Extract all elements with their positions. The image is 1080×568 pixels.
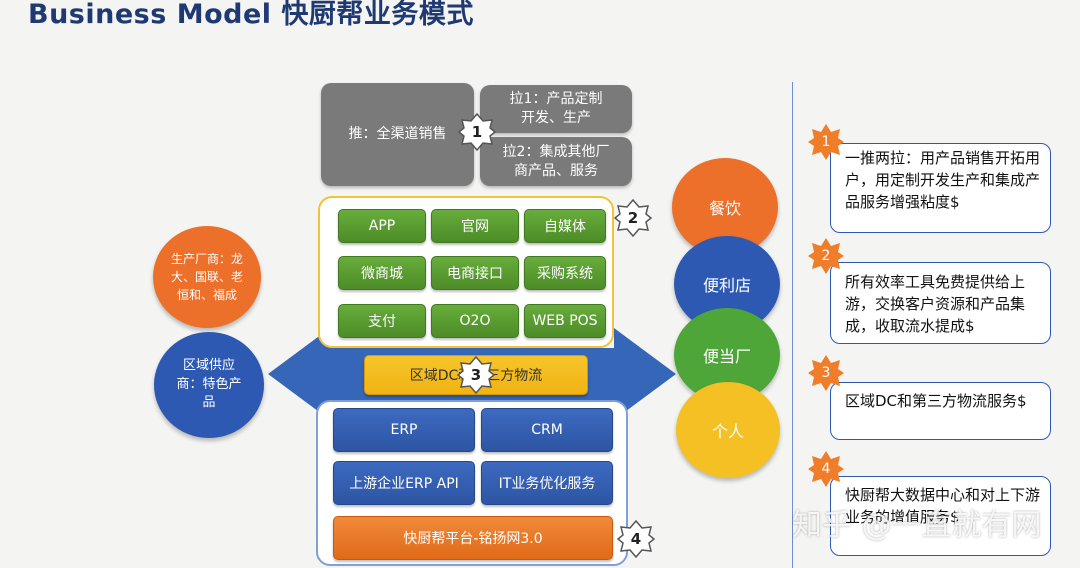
channel-website: 官网 — [431, 209, 519, 243]
system-erp-api: 上游企业ERP API — [333, 461, 475, 505]
customer-individual: 个人 — [676, 382, 780, 478]
note-3: 区域DC和第三方物流服务$ — [830, 382, 1051, 440]
badge-3: 3 — [457, 356, 495, 394]
push-box: 推：全渠道销售 — [321, 83, 474, 186]
channel-wechat-mall: 微商城 — [338, 256, 426, 290]
note-4: 快厨帮大数据中心和对上下游业务的增值服务$ — [830, 476, 1051, 556]
pull2-label: 拉2：集成其他厂商产品、服务 — [502, 143, 610, 179]
push-label: 推：全渠道销售 — [348, 126, 447, 143]
pull2-box: 拉2：集成其他厂商产品、服务 — [480, 137, 632, 186]
note-badge-1: 1 — [807, 123, 845, 161]
channel-web-pos: WEB POS — [524, 304, 606, 338]
system-erp: ERP — [333, 408, 475, 452]
pull1-label: 拉1：产品定制开发、生产 — [509, 91, 603, 126]
badge-1: 1 — [458, 113, 496, 151]
channel-app: APP — [338, 209, 426, 243]
platform-bar: 快厨帮平台-铭扬网3.0 — [333, 516, 613, 560]
page-title: Business Model 快厨帮业务模式 — [28, 0, 474, 30]
note-badge-2: 2 — [807, 237, 845, 275]
supplier-regional: 区域供应商：特色产品 — [154, 332, 264, 438]
note-1: 一推两拉：用产品销售开拓用户，用定制开发生产和集成产品服务增强粘度$ — [830, 143, 1051, 233]
note-2: 所有效率工具免费提供给上游，交换客户资源和产品集成，收取流水提成$ — [830, 262, 1051, 344]
supplier-manufacturers: 生产厂商：龙大、国联、老恒和、福成 — [153, 226, 261, 328]
channel-self-media: 自媒体 — [524, 209, 606, 243]
note-badge-3: 3 — [807, 354, 845, 392]
channel-procurement: 采购系统 — [524, 256, 606, 290]
note-badge-4: 4 — [807, 450, 845, 488]
badge-4: 4 — [617, 520, 655, 558]
system-crm: CRM — [481, 408, 613, 452]
divider-line — [792, 82, 793, 568]
badge-2: 2 — [614, 199, 652, 237]
system-it-service: IT业务优化服务 — [481, 461, 613, 505]
watermark: 知乎 @一直就有网 — [792, 508, 1042, 543]
pull1-box: 拉1：产品定制开发、生产 — [480, 85, 632, 133]
channel-o2o: O2O — [431, 304, 519, 338]
channel-ecommerce-api: 电商接口 — [431, 256, 519, 290]
channel-payment: 支付 — [338, 304, 426, 338]
